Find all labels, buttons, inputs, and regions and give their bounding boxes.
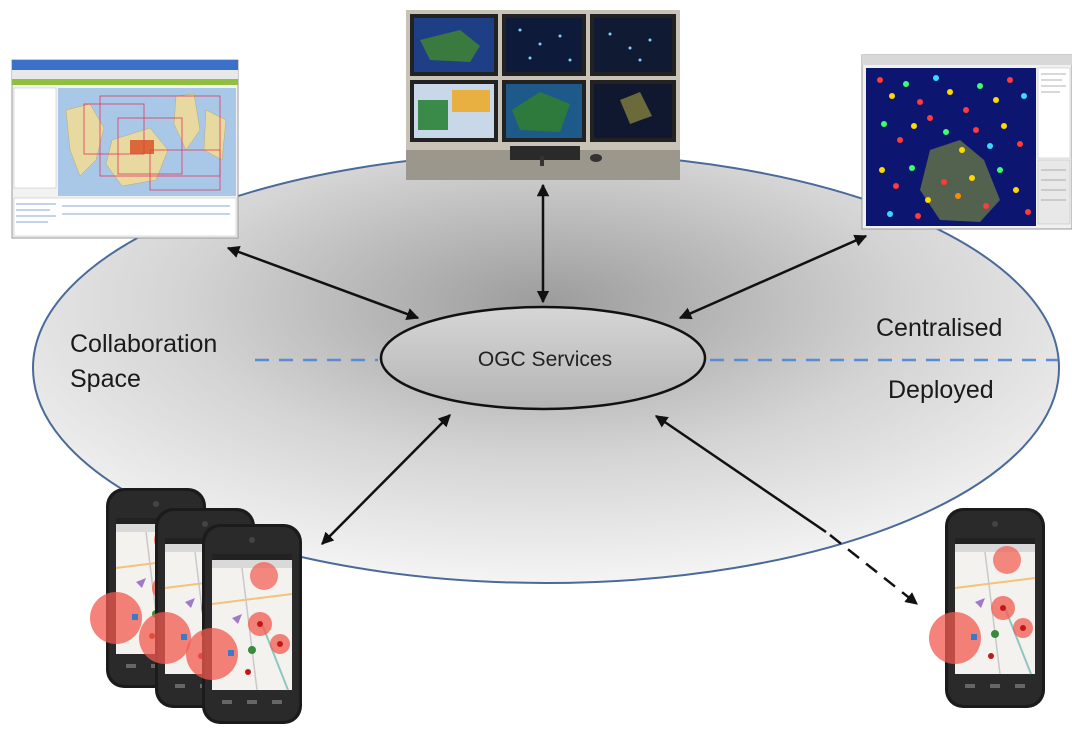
- arrow-mobiles-to-center: [321, 414, 451, 545]
- deployed-mobile-device-image: [928, 507, 1046, 709]
- command-center-monitors-image: [406, 10, 680, 180]
- arrow-heatmap-to-center: [678, 234, 868, 320]
- connection-arrows: [226, 183, 918, 605]
- desktop-gis-client-image: [11, 59, 239, 239]
- arrow-center-to-deployed: [654, 414, 827, 534]
- ogc-services-node: [379, 305, 707, 411]
- space-label: Space: [70, 365, 141, 393]
- centralised-label: Centralised: [876, 314, 1002, 342]
- deployed-label: Deployed: [888, 376, 994, 404]
- ogc-services-label: OGC Services: [478, 348, 612, 371]
- point-density-client-image: [861, 54, 1072, 230]
- smartphone-icon: [185, 523, 303, 725]
- collaboration-label: Collaboration: [70, 330, 217, 358]
- heatmap-points: [877, 75, 1031, 219]
- arrow-desktop-to-center: [226, 246, 420, 320]
- arrow-deployed-dashed: [829, 534, 918, 605]
